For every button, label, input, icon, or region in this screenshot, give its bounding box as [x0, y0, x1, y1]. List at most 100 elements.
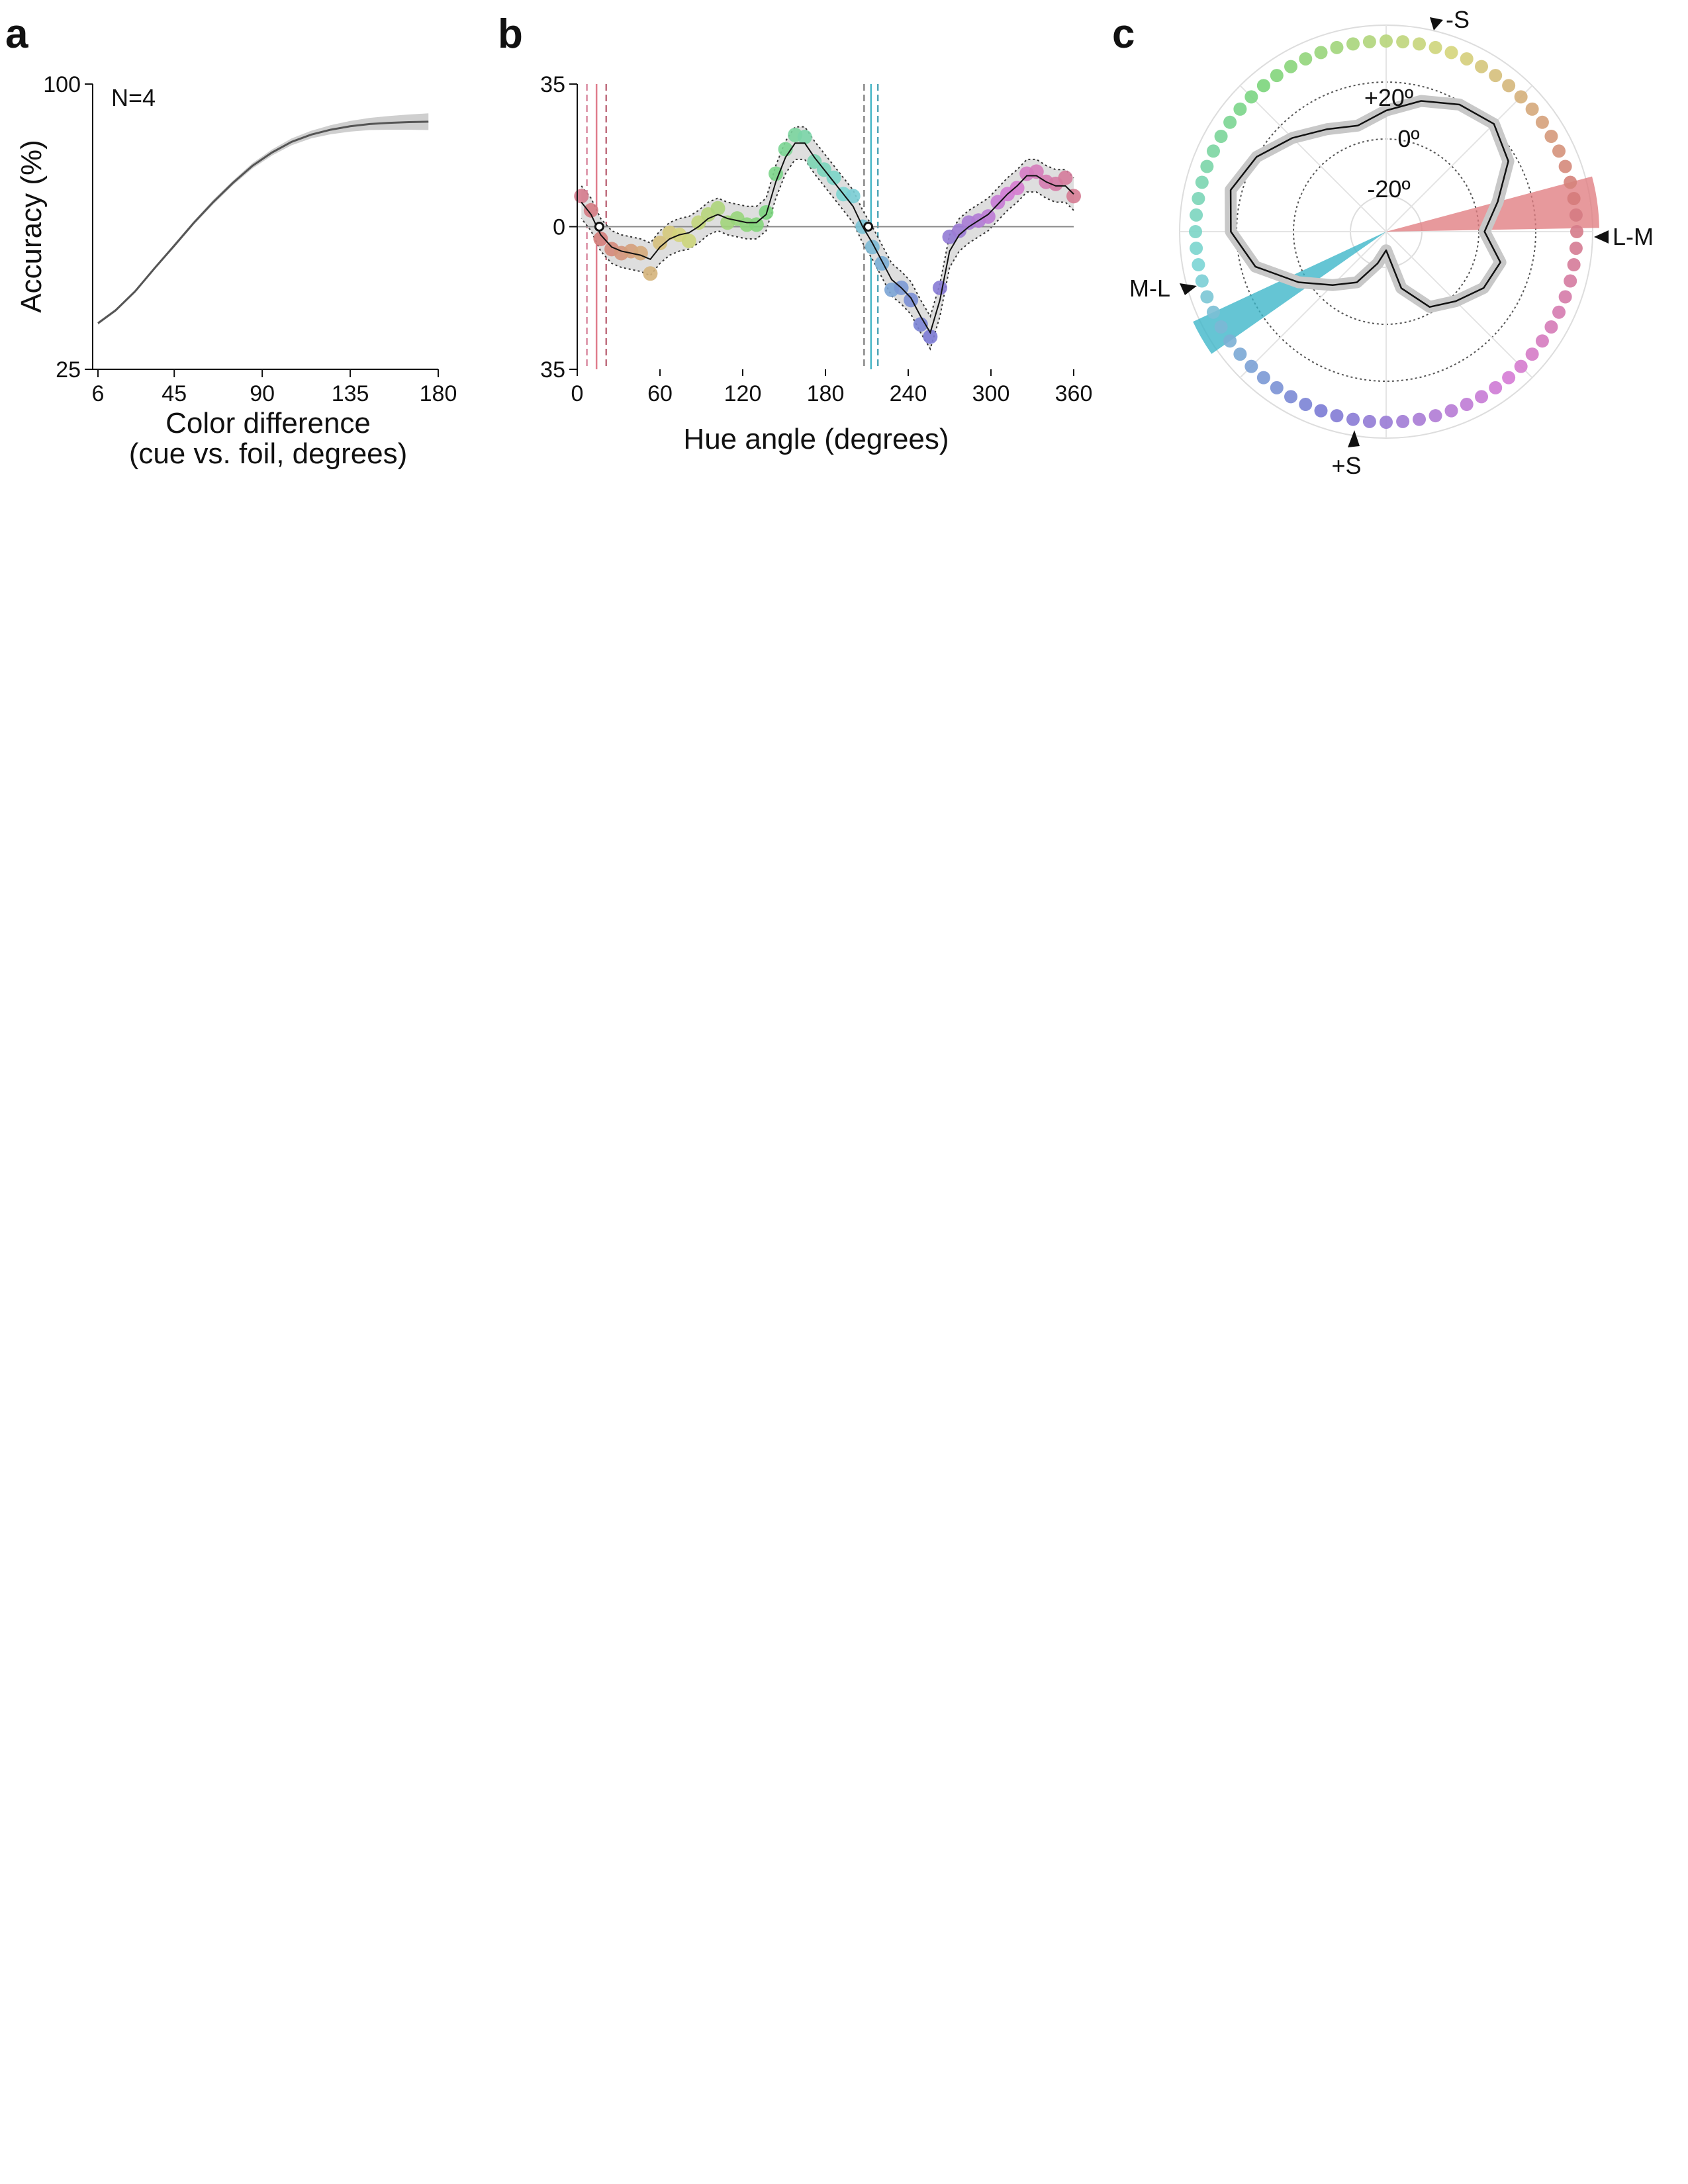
panel-b-point	[574, 189, 589, 204]
panel-c-ring-label-minus20: -20º	[1367, 175, 1410, 203]
panel-b-point	[583, 203, 598, 218]
panel-c-hue-dot	[1189, 225, 1202, 238]
panel-letter-a: a	[5, 11, 28, 57]
panel-c-curve-line	[1229, 100, 1509, 308]
panel-c-hue-dot	[1460, 52, 1474, 66]
panel-c-hue-dot	[1514, 359, 1528, 373]
panel-b-point	[923, 329, 938, 344]
panel-c-hue-dot	[1299, 52, 1313, 66]
panel-c-hue-dot	[1475, 60, 1488, 73]
panel-c-hue-dot	[1444, 46, 1458, 60]
panel-c-hue-dot	[1362, 414, 1376, 428]
panel-b-point	[845, 189, 861, 204]
panel-c-hue-dot	[1544, 130, 1558, 143]
panel-c-hue-dot	[1223, 334, 1237, 348]
panel-c-hue-dot	[1444, 404, 1458, 418]
arrow-s-plus-icon	[1348, 430, 1360, 447]
panel-b-point	[807, 154, 822, 169]
panel-b-point	[990, 195, 1006, 210]
panel-c-hue-dot	[1284, 60, 1297, 73]
panel-b-point	[797, 130, 812, 145]
panel-b-point	[633, 246, 648, 261]
panel-c-wedge	[1193, 232, 1386, 354]
panel-a-x-label: Color difference	[165, 407, 371, 439]
panel-b-point	[904, 293, 919, 308]
panel-c-hue-dot	[1270, 381, 1284, 394]
panel-c-hue-dot	[1206, 144, 1220, 158]
arrow-s-minus-icon	[1430, 17, 1443, 30]
panel-a-x-tick-label: 90	[250, 381, 275, 406]
panel-b-x-tick-label: 180	[807, 381, 845, 406]
panel-c-hue-dot	[1346, 37, 1360, 51]
panel-a-curve-line	[97, 120, 429, 324]
panel-b-y-tick-label: 35	[540, 357, 565, 383]
panel-c-hue-dot	[1525, 102, 1539, 116]
arrow-ml-icon	[1180, 283, 1197, 295]
panel-c-hue-dot	[1567, 258, 1581, 272]
panel-b-point	[932, 280, 947, 295]
panel-c-hue-dot	[1214, 130, 1228, 143]
panel-c-hue-dot	[1256, 79, 1270, 93]
panel-c-hue-dot	[1192, 191, 1205, 205]
panel-c-hue-dot	[1330, 40, 1344, 54]
panel-b-zero-crossings	[594, 222, 874, 232]
panel-b-point	[653, 236, 667, 251]
panel-c-hue-dot	[1475, 390, 1488, 404]
panel-c-hue-dot	[1380, 34, 1393, 48]
panel-c-hue-dot	[1396, 35, 1410, 49]
panel-c-hue-dot	[1346, 412, 1360, 426]
panel-b-point	[710, 201, 726, 216]
panel-b-band-upper	[581, 126, 1074, 318]
panel-c-hue-dot	[1558, 290, 1572, 304]
panel-c-label-minus-s: -S	[1446, 6, 1470, 33]
panel-c-hue-dot	[1569, 208, 1583, 222]
panel-c-hue-dot	[1502, 371, 1516, 385]
panel-a-x-tick-label: 6	[92, 381, 105, 406]
panel-c-hue-dot	[1223, 115, 1237, 129]
panel-a-x-tick-label: 180	[420, 381, 457, 406]
panel-c-bias-curve	[1225, 95, 1515, 313]
panel-c-hue-dot	[1233, 347, 1247, 361]
panel-b-point	[952, 223, 967, 238]
panel-c-polar-chart: +20º 0º -20º -S L-M M-L +S	[1129, 6, 1654, 479]
panel-a-x-label-line2: (cue vs. foil, degrees)	[129, 437, 408, 470]
panel-b-fit-line	[581, 142, 1074, 335]
panel-b-y-tick-label: 0	[553, 215, 565, 240]
panel-c-hue-dot	[1558, 159, 1572, 173]
panel-c-hue-dot	[1569, 242, 1583, 255]
panel-c-hue-dot	[1284, 390, 1297, 404]
panel-b-x-label: Hue angle (degrees)	[683, 423, 949, 455]
panel-b-fit-curve	[581, 142, 1074, 335]
panel-c-hue-dot	[1535, 115, 1549, 129]
panel-a-y-label: Accuracy (%)	[15, 140, 48, 313]
panel-c-ring-label-0: 0º	[1397, 125, 1419, 152]
panel-c-direction-labels: -S L-M M-L +S	[1129, 6, 1654, 479]
panel-c-hue-dot	[1564, 175, 1577, 189]
panel-c-hue-dot	[1570, 225, 1583, 238]
panel-c-hue-dot	[1362, 35, 1376, 49]
panel-c-hue-dot	[1299, 398, 1313, 412]
panel-a-fit-curve	[97, 120, 429, 324]
panel-b-point	[913, 317, 928, 332]
panel-c-hue-dot	[1244, 90, 1258, 104]
panel-c-hue-dot	[1429, 40, 1442, 54]
panel-c-hue-dot	[1200, 159, 1214, 173]
panel-c-hue-dot	[1413, 412, 1427, 426]
panel-c-label-lm: L-M	[1613, 223, 1654, 250]
panel-a-x-tick-label: 135	[332, 381, 369, 406]
panel-c-hue-dot	[1190, 242, 1203, 255]
panel-c-hue-dot	[1489, 381, 1503, 394]
panel-a-ci-band	[98, 113, 429, 325]
panel-c-ring-label-plus20: +20º	[1364, 84, 1413, 111]
panel-a-y-tick-label: 25	[56, 357, 81, 383]
panel-c-hue-dot	[1514, 90, 1528, 104]
panel-c-hue-dot	[1535, 334, 1549, 348]
panel-c-hue-dot	[1552, 305, 1566, 319]
panel-c-hue-dot	[1270, 69, 1284, 83]
